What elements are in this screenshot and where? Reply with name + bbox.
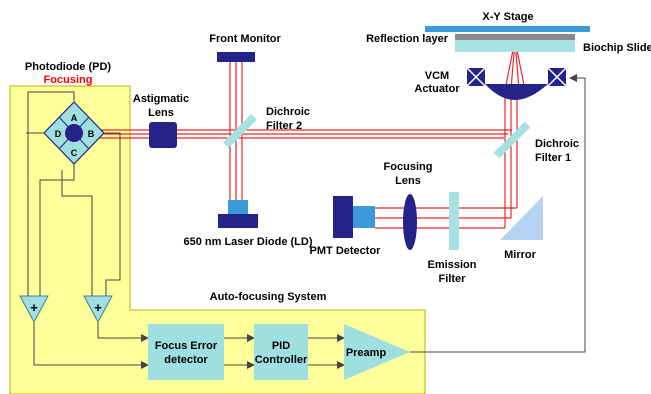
front-monitor-label: Front Monitor <box>209 33 281 45</box>
focusing-lens-label-1: Focusing <box>384 161 433 173</box>
reflection-layer-label: Reflection layer <box>366 33 449 45</box>
xy-stage-label: X-Y Stage <box>482 11 533 23</box>
focusing-pd-label: Focusing <box>44 74 93 86</box>
auto-focusing-system-label: Auto-focusing System <box>210 291 327 303</box>
vcm-label-1: VCM <box>425 70 449 82</box>
summing-amplifier-1 <box>19 295 49 324</box>
mirror-label: Mirror <box>504 249 537 261</box>
signal-wires <box>26 74 586 369</box>
mirror <box>500 196 543 240</box>
quadrant-d: D <box>55 129 62 139</box>
vcm-label-2: Actuator <box>414 83 460 95</box>
front-monitor <box>217 52 255 62</box>
dichroic-filter-1-label-1: Dichroic <box>535 138 579 150</box>
dichroic-filter-2 <box>223 114 257 148</box>
focusing-lens <box>403 194 417 250</box>
pid-label-1: PID <box>272 340 290 352</box>
auto-focusing-panel <box>9 85 426 394</box>
biochip-slide-label: Biochip Slide <box>583 42 651 54</box>
laser-diode <box>218 214 258 228</box>
astigmatic-lens-label-2: Lens <box>148 107 174 119</box>
dichroic-filter-2-label-2: Filter 2 <box>266 120 302 132</box>
quadrant-b: B <box>88 129 95 139</box>
astigmatic-lens-label-1: Astigmatic <box>133 93 189 105</box>
dichroic-filter-2-label-1: Dichroic <box>266 106 310 118</box>
preamp <box>344 324 410 380</box>
biochip-slide <box>455 40 575 52</box>
focus-error-label-1: Focus Error <box>155 340 218 352</box>
pmt-detector-label: PMT Detector <box>310 245 382 257</box>
quadrant-c: C <box>71 148 78 158</box>
dichroic-filter-1 <box>493 121 531 159</box>
summing-amplifier-2 <box>83 295 113 324</box>
objective-lens <box>485 84 548 100</box>
focus-error-detector <box>148 324 224 380</box>
xy-stage <box>425 26 590 32</box>
astigmatic-lens <box>149 122 177 148</box>
emission-filter-label-1: Emission <box>428 259 477 271</box>
photodiode-spot <box>65 124 83 142</box>
emission-filter <box>449 192 459 250</box>
laser-diode-emitter <box>228 200 248 214</box>
dichroic-filter-1-label-2: Filter 1 <box>535 152 571 164</box>
laser-diode-label: 650 nm Laser Diode (LD) <box>184 236 313 248</box>
pid-label-2: Controller <box>255 354 308 366</box>
focus-error-label-2: detector <box>164 354 208 366</box>
emission-filter-label-2: Filter <box>439 273 467 285</box>
pmt-detector-window <box>353 206 375 228</box>
pid-controller <box>254 324 308 380</box>
sum-1-symbol: + <box>30 300 38 315</box>
sum-2-symbol: + <box>94 300 102 315</box>
preamp-label: Preamp <box>346 347 387 359</box>
photodiode-sensor <box>43 101 105 165</box>
pmt-detector <box>333 196 353 238</box>
reflection-layer <box>455 34 575 40</box>
photodiode-label: Photodiode (PD) <box>25 61 111 73</box>
vcm-actuator <box>466 67 567 100</box>
quadrant-a: A <box>71 113 78 123</box>
focusing-lens-label-2: Lens <box>395 175 421 187</box>
